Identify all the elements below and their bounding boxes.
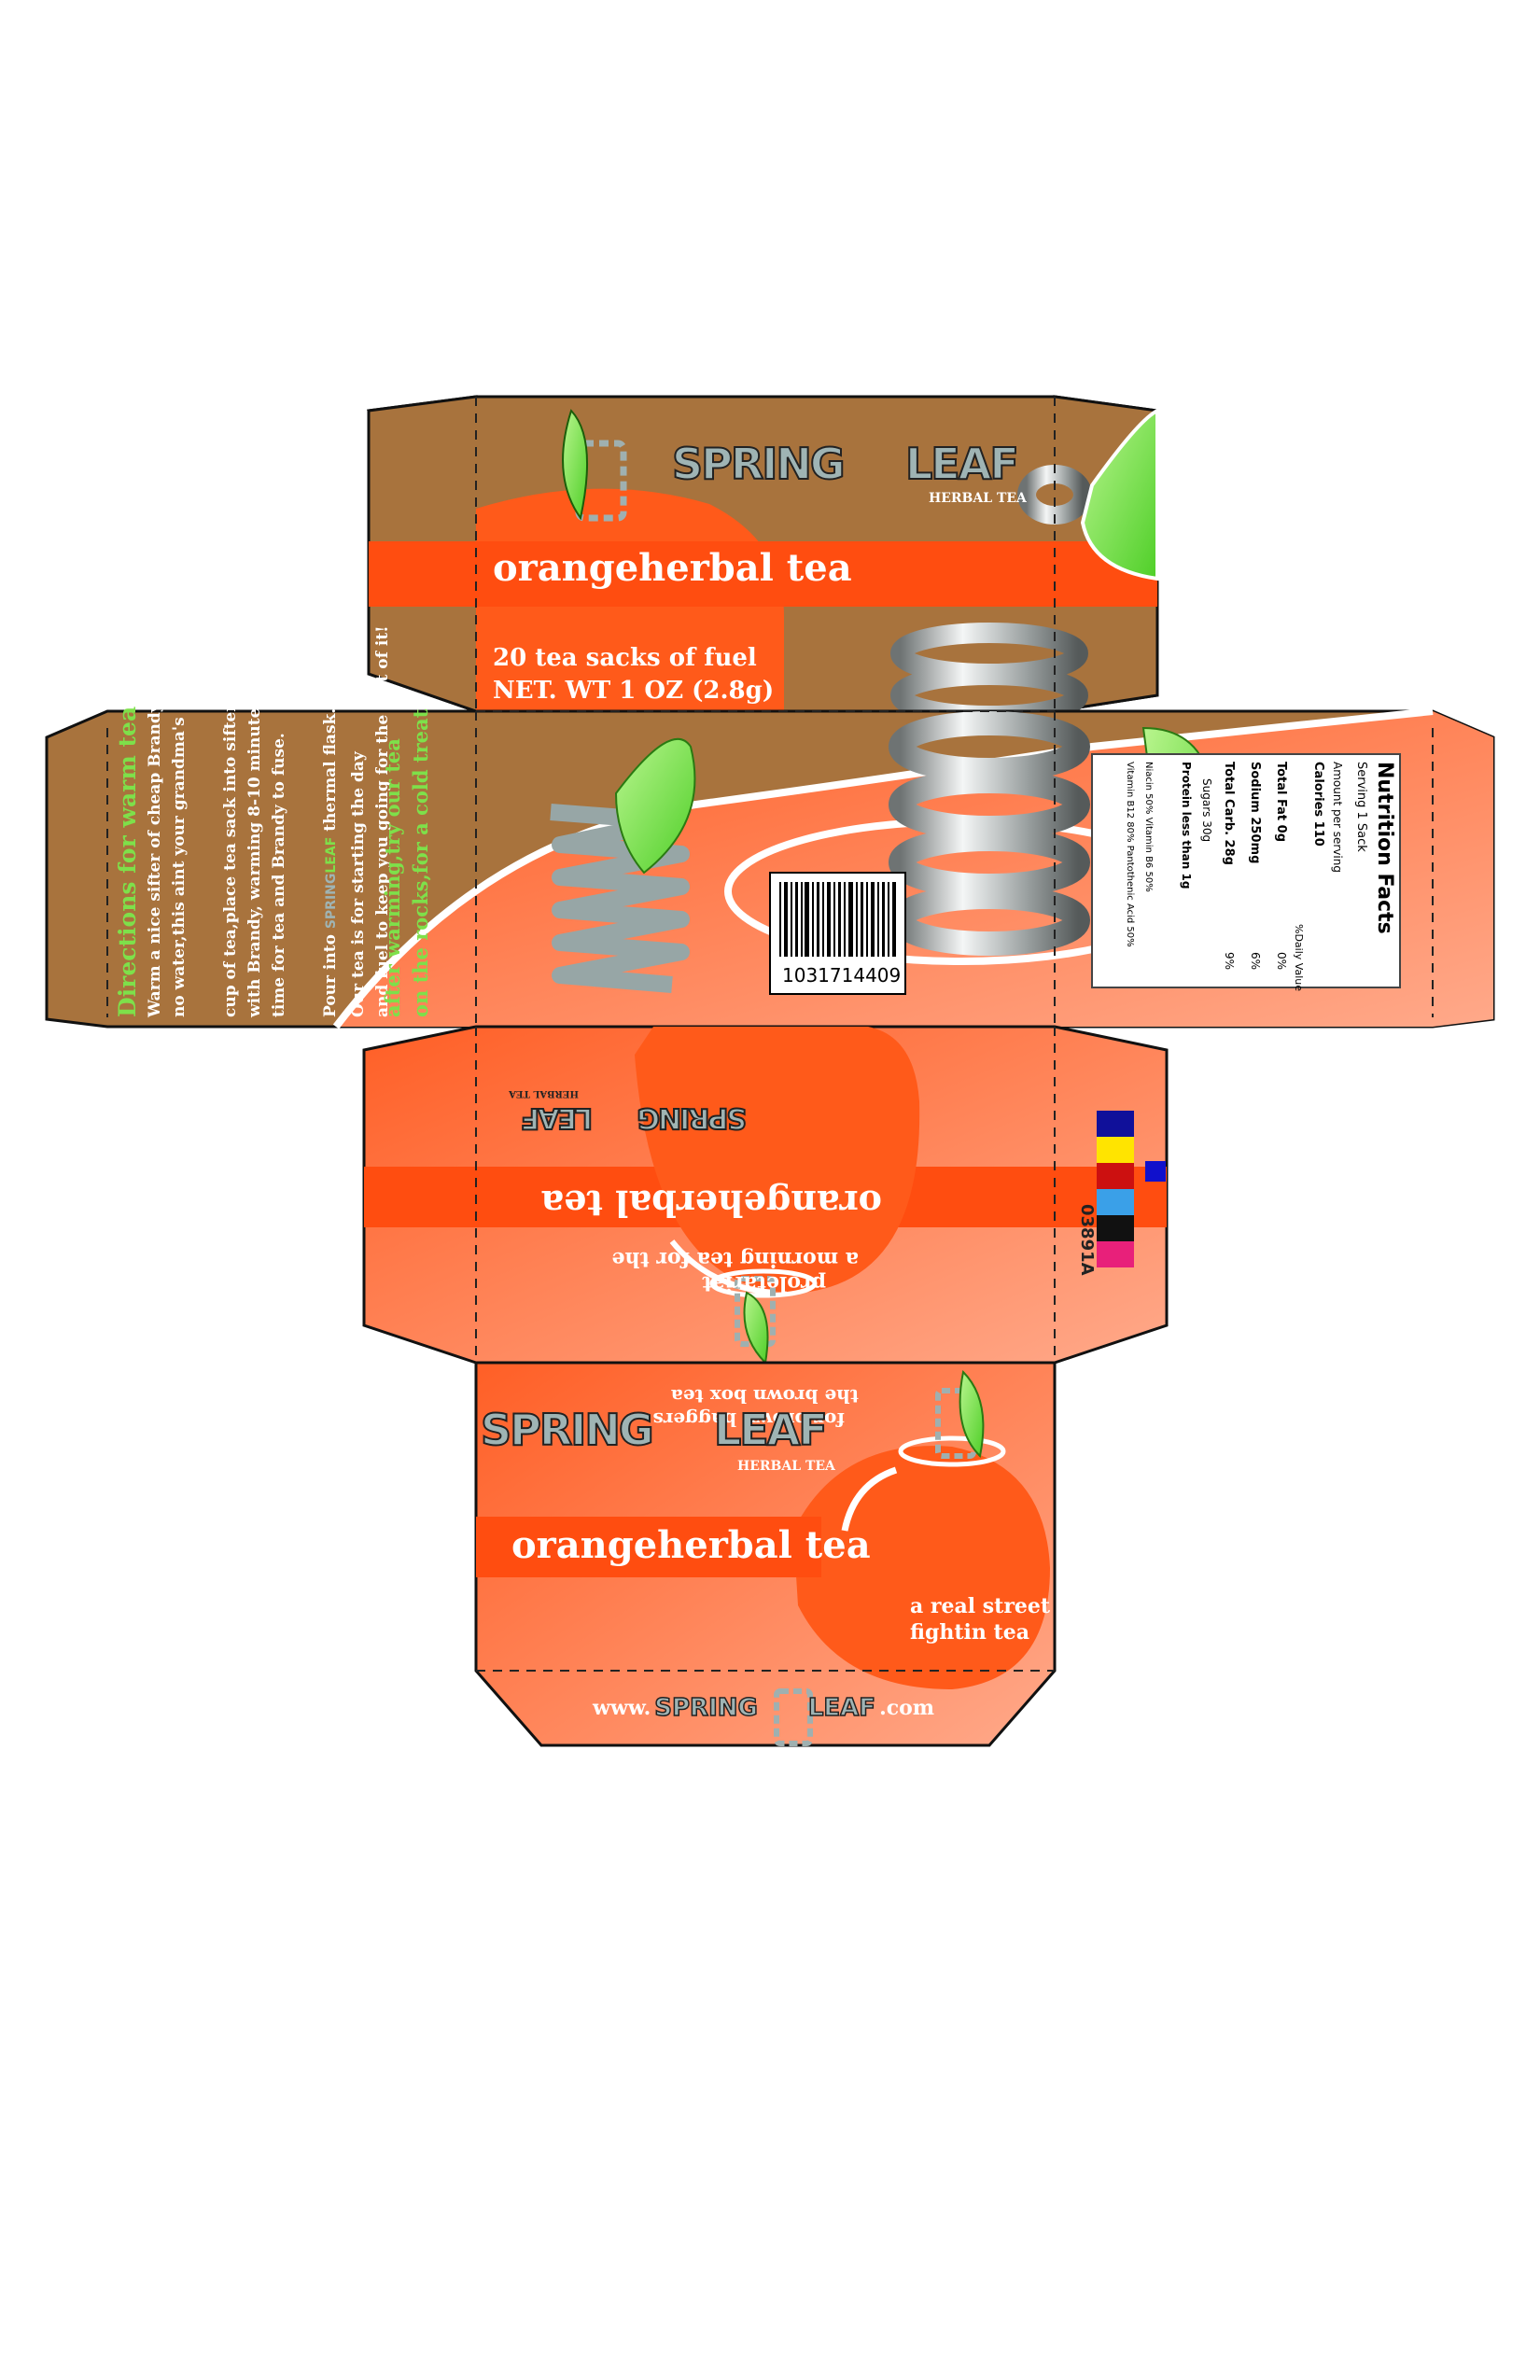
nutrition-vitamins-2: Vitamin B12 80% Pantothenic Acid 50%	[1125, 762, 1135, 947]
nutrition-title: Nutrition Facts	[1373, 762, 1396, 934]
directions-title: Directions for warm tea	[114, 706, 141, 1017]
directions-pour-into: Pour into	[321, 934, 340, 1017]
directions-line-3: cup of tea,place tea sack into sifter	[221, 703, 240, 1017]
brand-tagline: HERBAL TEA	[929, 491, 1027, 506]
directions-cold-line-2: on the rocks,for a cold treat	[409, 708, 432, 1017]
directions-block: Directions for warm tea Warm a nice sift…	[114, 625, 422, 1017]
nutrition-vitamins-1: Niacin 50% Vitamin B6 50%	[1143, 762, 1154, 892]
nutrition-amount: Amount per serving	[1331, 762, 1344, 873]
nutrition-row-sodium-value: 6%	[1249, 952, 1262, 971]
brand-logo-front: SPRING LEAF HERBAL TEA	[480, 1404, 854, 1489]
front-product-name: orangeherbal tea	[511, 1523, 871, 1567]
side-spring-graphic	[550, 804, 690, 993]
brand-word-spring-front: SPRING	[480, 1404, 655, 1456]
directions-line-5: time for tea and Brandy to fuse.	[270, 733, 288, 1017]
directions-line-4: with Brandy, warming 8-10 minutes,enough	[245, 626, 264, 1017]
nutrition-row-sodium: Sodium 250mg	[1248, 762, 1262, 864]
swatch-yellow	[1097, 1137, 1134, 1163]
directions-line-2: no water,this aint your grandma's	[170, 717, 189, 1017]
barcode	[769, 872, 906, 995]
nutrition-row-carb-value: 9%	[1223, 952, 1236, 971]
inline-brand-leaf: LEAF	[324, 836, 339, 874]
brand-tagline-back: HERBAL TEA	[509, 1088, 579, 1099]
nutrition-calories: Calories 110	[1311, 762, 1325, 847]
back-morning-line-1: a morning tea for the	[611, 1247, 859, 1271]
nutrition-row-sugars: Sugars 30g	[1200, 778, 1213, 843]
back-morning-line-2: proletariat	[702, 1271, 826, 1295]
nutrition-row-carb: Total Carb. 28g	[1222, 762, 1236, 865]
back-panel	[362, 1025, 1169, 1365]
product-count: 20 tea sacks of fuel	[493, 644, 757, 672]
brand-word-leaf-back: LEAF	[522, 1100, 594, 1135]
barcode-number: 1031714409	[782, 964, 902, 987]
directions-flask: thermal flask.	[321, 707, 340, 832]
swatch-black	[1097, 1215, 1134, 1241]
brand-logo-back: SPRING LEAF HERBAL TEA	[476, 1069, 748, 1135]
nutrition-row-fat-value: 0%	[1275, 952, 1288, 971]
back-product-name: orangeherbal tea	[540, 1183, 882, 1225]
website-prefix: www.	[593, 1696, 651, 1720]
front-street-line-1: a real street	[910, 1594, 1051, 1618]
middle-band	[45, 707, 1495, 1029]
nutrition-row-protein: Protein less than 1g	[1180, 762, 1193, 889]
directions-line-6: Pour into SPRINGLEAF thermal flask.	[321, 708, 340, 1017]
swatch-blue	[1097, 1111, 1134, 1137]
nutrition-daily-value: %Daily Value	[1293, 924, 1305, 991]
directions-line-1: Warm a nice sifter of cheap Brandy	[146, 703, 164, 1017]
big-spring-coils	[889, 711, 1090, 956]
swatch-cyan	[1097, 1189, 1134, 1215]
product-name-top: orangeherbal tea	[493, 546, 852, 590]
brand-word-spring: SPRING	[671, 438, 847, 490]
nutrition-row-fat: Total Fat 0g	[1274, 762, 1288, 843]
register-mark	[1145, 1161, 1166, 1182]
front-street-line-2: fightin tea	[910, 1620, 1029, 1645]
swatch-magenta	[1097, 1241, 1134, 1267]
website-suffix: .com	[879, 1696, 935, 1720]
brand-tagline-front: HERBAL TEA	[737, 1459, 835, 1474]
nutrition-serving: Serving 1 Sack	[1354, 762, 1368, 852]
directions-line-8: Our tea is for starting the day	[349, 751, 368, 1017]
brand-word-spring-back: SPRING	[637, 1100, 748, 1135]
website-line: www. SPRING LEAF .com	[593, 1693, 935, 1741]
back-panel-text: SPRING LEAF HERBAL TEA orangeherbal tea …	[476, 1027, 1055, 1431]
print-code: 03891A	[1077, 1204, 1097, 1276]
website-brand-leaf: LEAF	[807, 1693, 876, 1723]
product-net-weight: NET. WT 1 OZ (2.8g)	[493, 677, 775, 705]
directions-cold-line-1: after warming,try our tea	[381, 738, 404, 1017]
website-brand-spring: SPRING	[654, 1693, 759, 1723]
brand-word-leaf: LEAF	[904, 438, 1020, 490]
brand-word-leaf-front: LEAF	[713, 1404, 829, 1456]
print-color-swatches	[1097, 1111, 1166, 1267]
bottom-front-panel	[474, 1361, 1057, 1747]
nutrition-facts: Nutrition Facts Serving 1 Sack Amount pe…	[1094, 756, 1398, 991]
brand-logo-top: SPRING LEAF HERBAL TEA	[671, 438, 1045, 523]
nutrition-panel-box	[1091, 753, 1401, 988]
swatch-red	[1097, 1163, 1134, 1189]
inline-brand-spring: SPRING	[324, 873, 339, 930]
